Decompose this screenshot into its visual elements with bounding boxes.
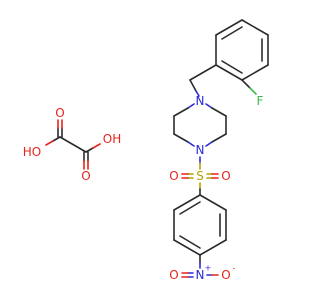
oxalic-ho-label: HO bbox=[23, 145, 41, 159]
oxalic-o-bottom: O bbox=[81, 169, 90, 183]
molecule-diagram: F N N S O O bbox=[23, 19, 269, 282]
benzyl-ch2-bond-1 bbox=[189, 64, 217, 81]
oxalic-oh-label: OH bbox=[103, 132, 121, 146]
ring-to-fluorine-bond bbox=[241, 79, 251, 89]
piperazine-n-bottom: N bbox=[196, 143, 205, 157]
nitro-o-right: O bbox=[221, 268, 230, 282]
fluorophenyl-ring bbox=[215, 19, 269, 81]
oxalic-acid: HO O OH O bbox=[23, 106, 121, 183]
oxalic-right-co-a bbox=[85, 147, 94, 153]
nitrophenyl-ring bbox=[173, 194, 227, 256]
oxalic-c-c-bond bbox=[59, 136, 87, 153]
piperazine-ring bbox=[173, 103, 227, 147]
benzyl-ch2-bond-3 bbox=[195, 90, 200, 97]
oxalic-left-co-a bbox=[52, 136, 61, 142]
benzyl-ch2-bond-2 bbox=[189, 79, 197, 92]
nitro-o-left: O bbox=[169, 268, 178, 282]
nitro-n-charge: + bbox=[205, 264, 212, 273]
fluorine-label: F bbox=[257, 94, 264, 108]
sulfur-label: S bbox=[196, 169, 204, 183]
oxalic-right-co-b bbox=[92, 143, 101, 149]
oxalic-o-top: O bbox=[55, 106, 64, 120]
nitro-o-charge: - bbox=[233, 264, 236, 273]
sulfonyl-o-left: O bbox=[169, 169, 178, 183]
piperazine-n-top: N bbox=[196, 94, 205, 108]
fluorine-bond bbox=[249, 87, 257, 95]
sulfonyl-o-right: O bbox=[221, 169, 230, 183]
oxalic-left-co-b bbox=[45, 140, 54, 146]
nitro-n-label: N bbox=[196, 268, 205, 282]
